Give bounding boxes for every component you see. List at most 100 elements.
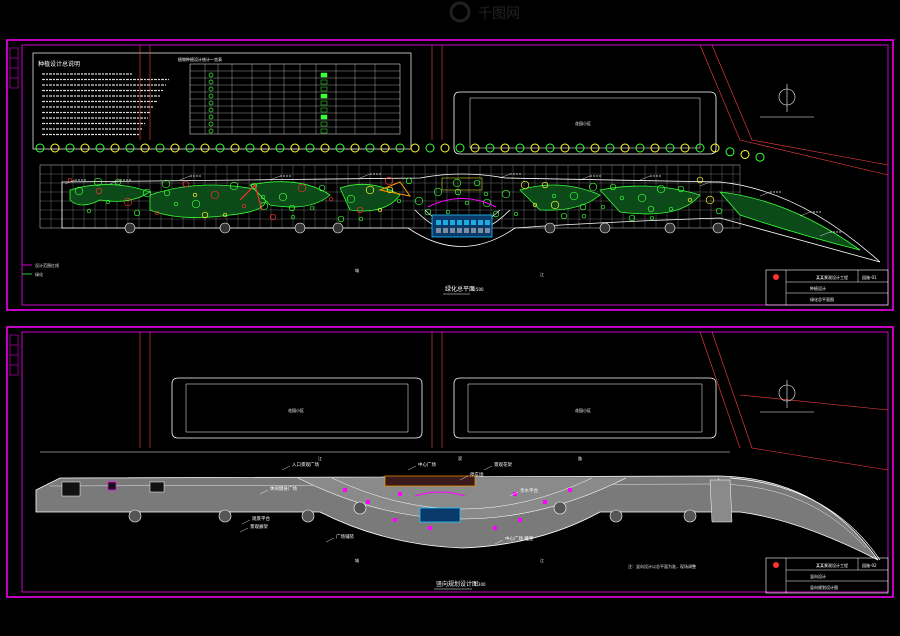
legend-1: 设计范围红线 绿化 xyxy=(22,262,59,277)
tree-symbol xyxy=(395,143,405,153)
tb1-number: 园施-01 xyxy=(862,274,877,280)
tree-symbol xyxy=(695,143,705,153)
drawing-2-vertical-design: 花园小区 花园小区 江 滨 路 xyxy=(6,326,894,598)
elevation-marker xyxy=(398,492,402,496)
tree-symbol xyxy=(380,143,390,153)
tree-symbol xyxy=(635,143,645,153)
roads-drawing-1 xyxy=(139,44,889,176)
tree-symbol xyxy=(170,143,180,153)
tree-symbol xyxy=(425,143,435,153)
tree-symbol xyxy=(110,143,120,153)
tree-symbol xyxy=(710,143,720,153)
path-node xyxy=(553,501,567,515)
notes-title: 种植设计总说明 xyxy=(38,60,80,68)
path-node xyxy=(609,509,623,523)
tb2-line1: 某某景观设计工程 xyxy=(816,562,848,568)
planting-zone xyxy=(149,184,266,218)
roads-drawing-2 xyxy=(40,331,889,471)
north-arrow-1 xyxy=(760,84,814,118)
tree-symbol xyxy=(470,143,480,153)
tree-symbol xyxy=(215,143,225,153)
path-node xyxy=(294,222,306,234)
park-outline xyxy=(61,173,881,263)
planting-zone xyxy=(249,181,331,208)
path-node xyxy=(218,509,232,523)
magenta-markers xyxy=(343,488,572,530)
plant-table-title: 植物种植设计统计一览表 xyxy=(178,56,222,62)
tree-symbol xyxy=(140,143,150,153)
callout-c3: 中心广场 xyxy=(418,461,436,468)
tree-symbol xyxy=(245,143,255,153)
planting-zone xyxy=(69,184,151,206)
drawing-2-frame xyxy=(6,326,894,598)
housing-block-drawing-1: 花园小区 xyxy=(453,91,717,155)
central-plaza-1 xyxy=(414,177,511,238)
road-label-1: 江 xyxy=(318,455,322,461)
elevation-marker xyxy=(543,500,547,504)
elevation-marker xyxy=(428,526,432,530)
tree-symbol xyxy=(410,143,420,153)
planting-zone xyxy=(719,191,861,251)
tree-symbol xyxy=(230,143,240,153)
path-node xyxy=(353,501,367,515)
tree-symbol xyxy=(335,143,345,153)
elevation-marker xyxy=(366,500,370,504)
tree-symbol xyxy=(365,143,375,153)
notes-text-lines xyxy=(42,73,169,136)
tree-symbol xyxy=(740,150,750,159)
drawing-2-title: 竖向规划设计图 1:300 xyxy=(434,580,486,590)
callout-c9: 中心广场 雕塑 xyxy=(505,535,534,542)
path-node xyxy=(301,509,315,523)
tree-symbol xyxy=(155,143,165,153)
tree-symbol xyxy=(260,143,270,153)
drawing-2-inner-frame xyxy=(21,331,889,593)
tb1-line2: 种植设计 xyxy=(810,285,826,291)
tree-symbol xyxy=(515,143,525,153)
tree-symbol xyxy=(440,143,450,153)
legend-redline: 设计范围红线 xyxy=(35,262,59,268)
tree-symbol xyxy=(485,143,495,153)
legend-green: 绿化 xyxy=(35,271,43,277)
title-block-1: 某某景观设计工程 园施-01 种植设计 绿化总平面图 xyxy=(765,269,889,306)
tree-symbol xyxy=(125,143,135,153)
road-label-2: 滨 xyxy=(458,455,462,461)
tree-symbol xyxy=(530,143,540,153)
elevation-marker xyxy=(518,518,522,522)
drawing-1-binding-strip xyxy=(9,47,19,89)
callout-c6: 景观花架 xyxy=(494,461,512,468)
tb1-line3: 绿化总平面图 xyxy=(810,296,834,302)
tree-symbol xyxy=(500,143,510,153)
tree-symbol xyxy=(350,143,360,153)
drawing-2-binding-strip xyxy=(9,334,19,376)
tree-symbol xyxy=(680,143,690,153)
planting-annotations xyxy=(64,173,842,237)
path-node xyxy=(128,509,142,523)
tree-symbol xyxy=(545,143,555,153)
elevation-marker xyxy=(493,526,497,530)
river-label-1: 江 xyxy=(540,271,544,277)
tree-symbol xyxy=(605,143,615,153)
block-label-left: 花园小区 xyxy=(288,407,304,413)
tree-symbol xyxy=(560,143,570,153)
north-arrow-2 xyxy=(760,380,814,413)
drawing-1-frame xyxy=(6,39,894,311)
tree-symbol xyxy=(620,143,630,153)
housing-blocks-drawing-2 xyxy=(171,377,717,439)
elevation-marker xyxy=(393,518,397,522)
tree-symbol xyxy=(575,143,585,153)
tree-symbol xyxy=(320,143,330,153)
park-grid-area xyxy=(39,164,881,263)
tb2-line3: 竖向规划设计图 xyxy=(810,584,838,590)
tree-symbol xyxy=(755,152,765,162)
drawing-2-note: 注：竖向设计以总平面为准，现场调整 xyxy=(628,563,696,569)
drawing-1-scale: 1:500 xyxy=(472,287,484,292)
tree-symbol xyxy=(455,143,465,153)
tree-symbol xyxy=(290,143,300,153)
drawing-2-scale: 1:300 xyxy=(474,582,486,587)
river-label-left-2: 城 xyxy=(355,557,359,563)
river-label-left-1: 城 xyxy=(355,267,359,273)
block-label-north: 花园小区 xyxy=(575,120,591,126)
tree-symbol xyxy=(50,143,60,153)
road-label-3: 路 xyxy=(578,455,582,461)
